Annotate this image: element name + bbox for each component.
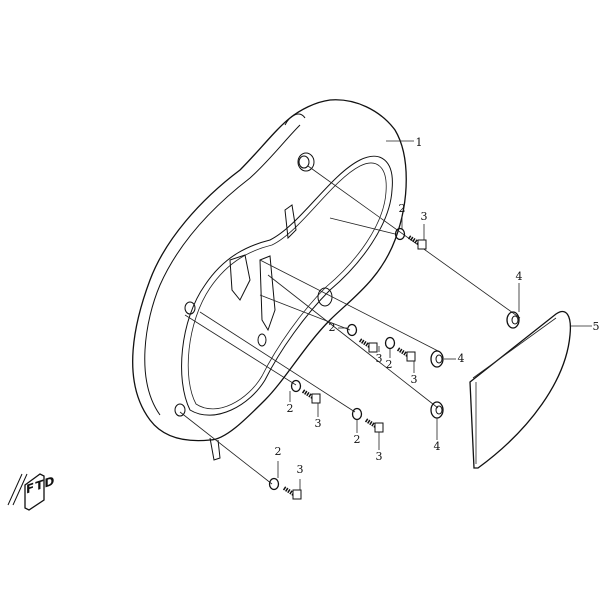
callout-1: 1 bbox=[415, 136, 423, 149]
callout-3: 3 bbox=[420, 210, 428, 223]
callout-3: 3 bbox=[410, 373, 418, 386]
callout-2: 2 bbox=[385, 358, 393, 371]
callout-4: 4 bbox=[515, 270, 523, 283]
callout-4: 4 bbox=[457, 352, 465, 365]
callout-leaders bbox=[277, 140, 592, 490]
logo-emblem bbox=[7, 473, 45, 511]
callout-2: 2 bbox=[328, 321, 336, 334]
callout-2: 2 bbox=[353, 433, 361, 446]
callout-3: 3 bbox=[375, 450, 383, 463]
grommets-part-4 bbox=[430, 311, 520, 419]
callout-2: 2 bbox=[398, 202, 406, 215]
callout-2: 2 bbox=[286, 402, 294, 415]
callout-3: 3 bbox=[296, 463, 304, 476]
assembly-leader-lines bbox=[179, 165, 521, 485]
callout-3: 3 bbox=[314, 417, 322, 430]
callout-3: 3 bbox=[375, 352, 383, 365]
collars-part-2 bbox=[268, 227, 406, 491]
callout-4: 4 bbox=[433, 440, 441, 453]
gasket-part-5 bbox=[469, 310, 572, 469]
callout-5: 5 bbox=[592, 320, 600, 333]
callout-2: 2 bbox=[274, 445, 282, 458]
bolts-part-3 bbox=[282, 235, 427, 500]
cover-part-1 bbox=[132, 99, 407, 461]
